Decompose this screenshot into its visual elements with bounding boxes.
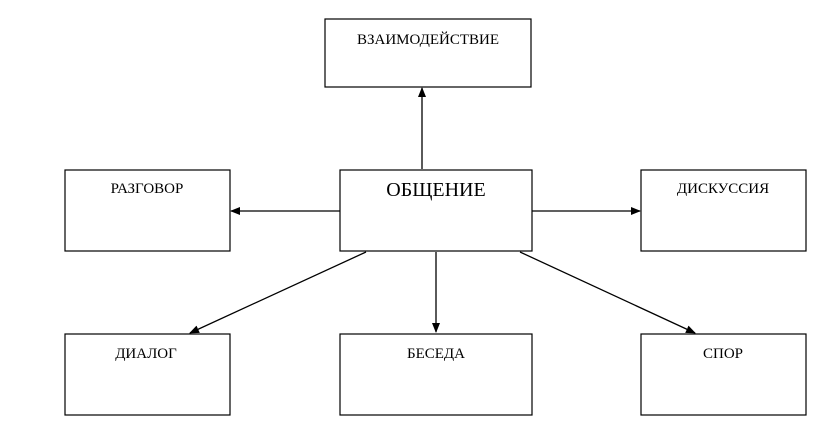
- node-talk: БЕСЕДА: [339, 333, 533, 416]
- node-dispute-label: СПОР: [703, 346, 743, 362]
- node-conversation-label: РАЗГОВОР: [111, 181, 184, 197]
- node-conversation: РАЗГОВОР: [64, 169, 231, 252]
- arrow-to-dispute: [519, 251, 696, 334]
- node-interaction-label: ВЗАИМОДЕЙСТВИЕ: [357, 31, 499, 48]
- edges: [189, 87, 696, 334]
- node-conversation-box: [64, 169, 231, 252]
- arrow-to-dialogue: [189, 251, 367, 334]
- node-talk-label: БЕСЕДА: [407, 346, 465, 362]
- node-talk-box: [339, 333, 533, 416]
- node-dialogue-box: [64, 333, 231, 416]
- node-discussion-label: ДИСКУССИЯ: [677, 181, 769, 197]
- node-center: ОБЩЕНИЕ: [339, 169, 533, 252]
- node-dispute-box: [640, 333, 807, 416]
- node-dispute: СПОР: [640, 333, 807, 416]
- node-interaction-box: [324, 18, 532, 88]
- node-center-box: [339, 169, 533, 252]
- node-interaction: ВЗАИМОДЕЙСТВИЕ: [324, 18, 532, 88]
- node-center-label: ОБЩЕНИЕ: [386, 179, 485, 201]
- node-dialogue: ДИАЛОГ: [64, 333, 231, 416]
- node-discussion: ДИСКУССИЯ: [640, 169, 807, 252]
- node-dialogue-label: ДИАЛОГ: [115, 346, 177, 362]
- node-discussion-box: [640, 169, 807, 252]
